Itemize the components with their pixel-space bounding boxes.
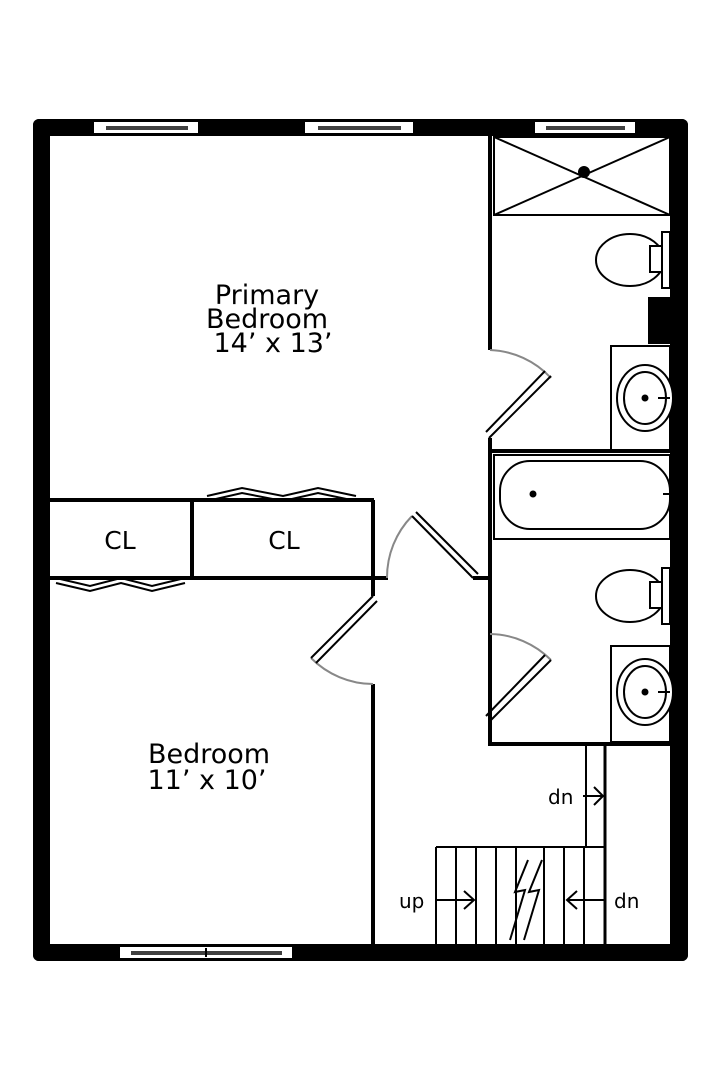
stairs-up-label: up: [399, 889, 424, 913]
closet-door-right: [206, 491, 357, 503]
bedroom-name: Bedroom: [148, 739, 270, 770]
door-primary-bath: [485, 349, 552, 439]
door-bedroom: [310, 595, 378, 685]
stair-break-line: [509, 859, 529, 941]
window-top-right: [533, 120, 637, 135]
shower-stall: [493, 136, 671, 216]
closet-door-left: [55, 576, 186, 588]
door-hall-bath: [485, 633, 552, 723]
closet-label-right: CL: [268, 526, 299, 555]
sink-hall: [610, 645, 674, 743]
stairs-dn-side-label: dn: [548, 785, 573, 809]
toilet-hall: [595, 567, 671, 625]
staircase: [435, 786, 605, 944]
primary-bedroom-name-line2: Bedroom: [206, 304, 328, 335]
door-primary-bedroom: [385, 511, 479, 579]
closet-label-left: CL: [104, 526, 135, 555]
primary-bedroom-name-line1: Primary: [215, 280, 319, 311]
bedroom-size: 11’ x 10’: [147, 765, 266, 796]
wall-chase: [648, 297, 670, 344]
bathtub: [493, 454, 671, 540]
closet-doors: [55, 486, 357, 593]
sink-primary: [610, 345, 674, 451]
primary-bedroom-size: 14’ x 13’: [213, 328, 332, 359]
window-top-left: [92, 120, 200, 135]
window-bottom: [118, 945, 294, 960]
toilet-primary: [595, 231, 671, 289]
windows: [92, 120, 637, 960]
stairs-dn-bottom-label: dn: [614, 889, 639, 913]
window-top-middle: [303, 120, 415, 135]
bathroom-fixtures: [493, 136, 674, 743]
doors: [310, 349, 552, 723]
